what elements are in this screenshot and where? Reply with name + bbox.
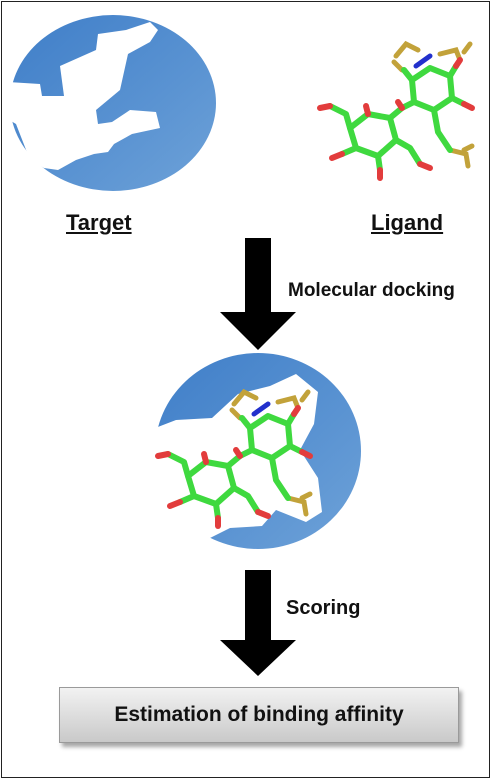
result-box: Estimation of binding affinity (59, 687, 459, 743)
docked-complex-icon (148, 353, 361, 549)
ligand-label: Ligand (371, 210, 444, 235)
scoring-arrow (220, 570, 296, 676)
scoring-step-label: Scoring (286, 597, 361, 619)
target-label: Target (66, 210, 132, 235)
result-label: Estimation of binding affinity (114, 703, 404, 726)
docking-step-label: Molecular docking (288, 280, 455, 301)
docking-arrow (220, 238, 296, 350)
protein-target-icon (6, 15, 216, 191)
ligand-molecule-icon (320, 44, 472, 178)
